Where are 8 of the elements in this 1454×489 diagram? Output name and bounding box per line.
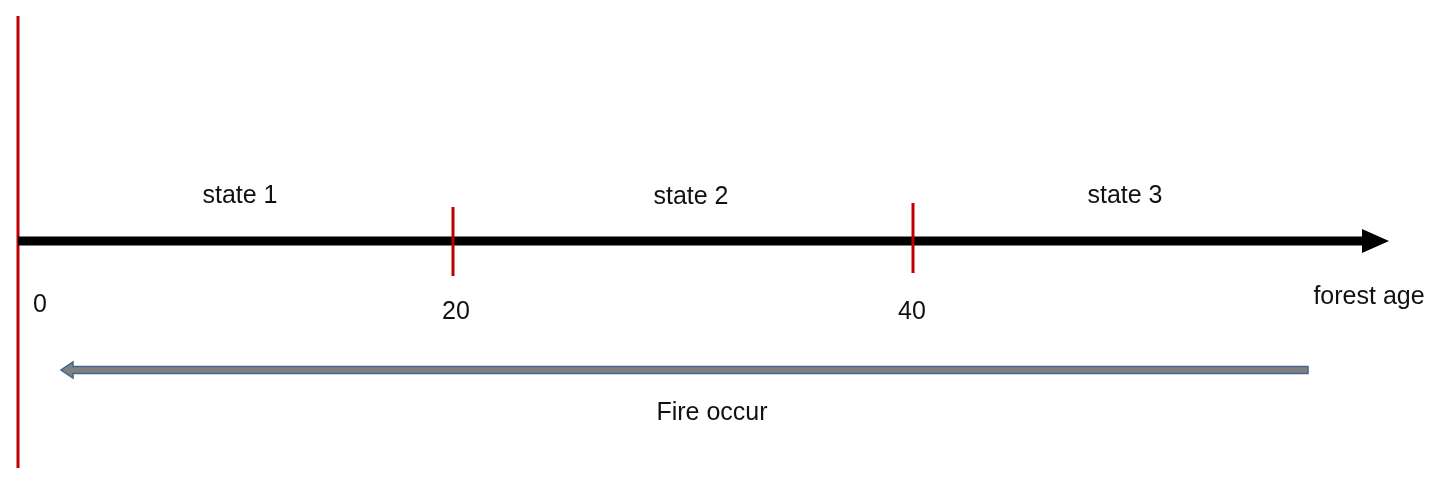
state-label: state 3	[1087, 179, 1163, 209]
tick-label: 20	[442, 295, 470, 325]
state-label: state 2	[653, 180, 729, 210]
tick-label: 40	[898, 295, 926, 325]
axis-label: forest age	[1313, 280, 1425, 310]
tick-label: 0	[33, 288, 47, 318]
arrow-label: Fire occur	[656, 396, 768, 426]
state-label: state 1	[202, 179, 278, 209]
